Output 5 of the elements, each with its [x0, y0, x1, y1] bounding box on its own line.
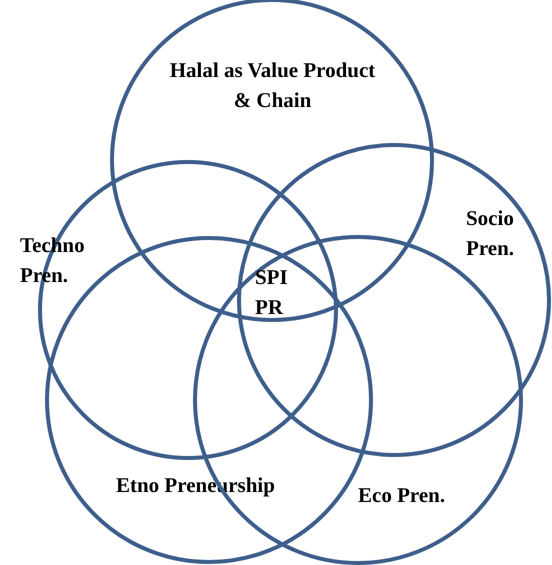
circle-label: Halal as Value Product & Chain: [168, 57, 376, 114]
venn-circle: [237, 143, 551, 457]
circle-label: Socio Pren.: [466, 205, 516, 262]
circle-label: Eco Pren.: [358, 482, 446, 509]
center-label: SPI PR: [255, 264, 289, 321]
